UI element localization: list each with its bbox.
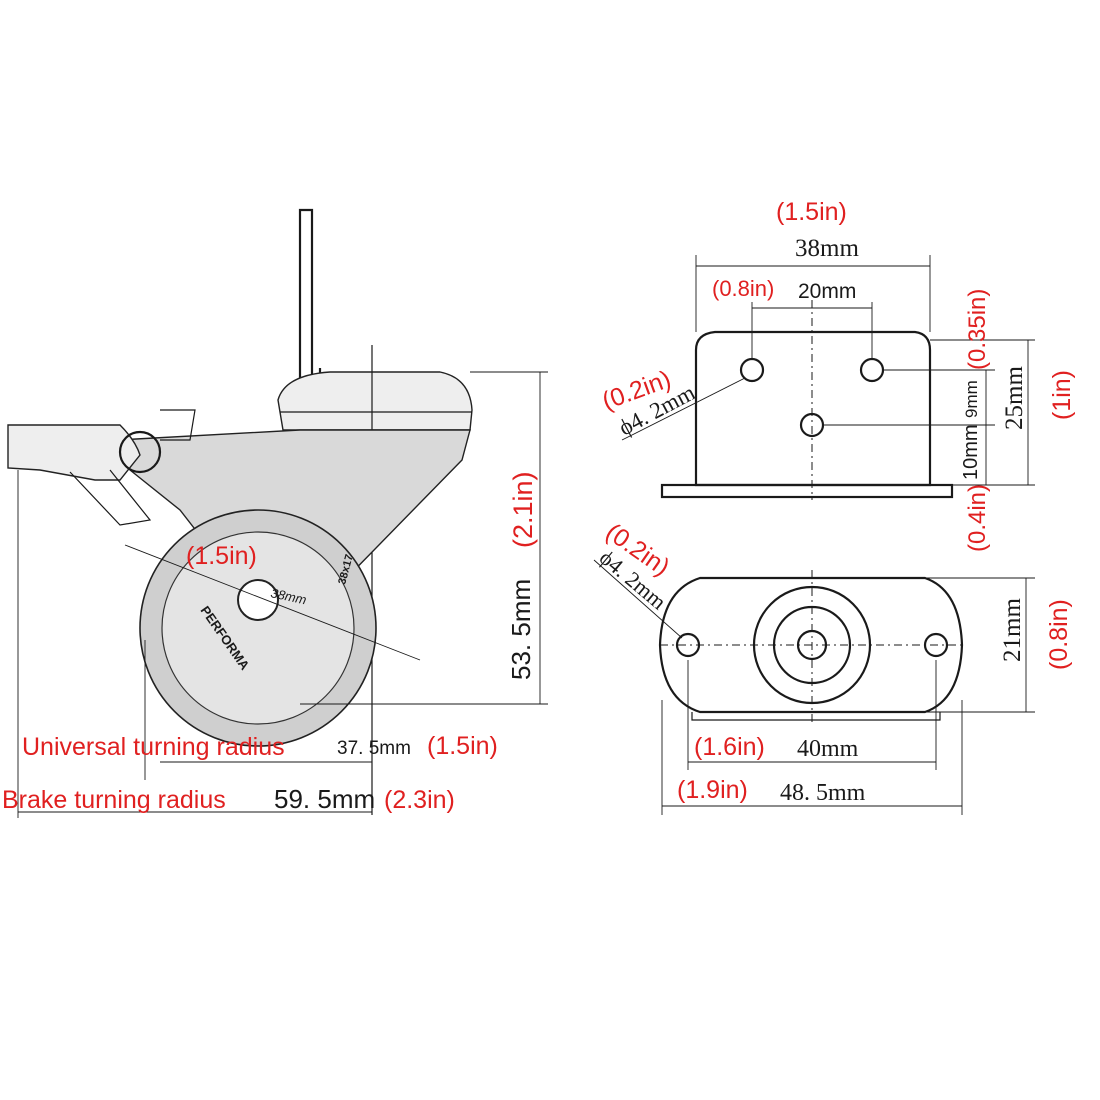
brake-radius-mm: 59. 5mm xyxy=(274,784,375,814)
mounting-bracket-front-drawing: (1.5in) 38mm (0.8in) 20mm (0.2in) ϕ4. 2m… xyxy=(598,198,1076,552)
spacing-inch-label: (0.8in) xyxy=(712,276,774,301)
brake-radius-inch: (2.3in) xyxy=(384,786,455,814)
wheel-diameter-inch-label: (1.5in) xyxy=(186,542,257,570)
bracket-base xyxy=(660,483,954,499)
lower-mm-label: 10mm xyxy=(960,424,982,480)
height25-mm-label: 25mm xyxy=(1001,366,1028,430)
plate-hole-leader xyxy=(593,559,683,639)
height-mm-label: 53. 5mm xyxy=(506,579,536,680)
hole-dia-leader xyxy=(621,377,746,441)
brake-radius-label: Brake turning radius xyxy=(2,786,226,814)
mounting-plate-top-drawing: (0.2in) ϕ4. 2mm 21mm (0.8in) (1.6in) 40m… xyxy=(593,518,1073,815)
brake-arm xyxy=(69,469,152,526)
spacing-mm-label: 20mm xyxy=(798,280,856,303)
bracket-hole-left xyxy=(739,357,765,383)
width-mm-label: 38mm xyxy=(795,235,859,262)
plate-h-inch-label: (0.8in) xyxy=(1045,599,1073,670)
bracket-hole-right xyxy=(859,357,885,383)
offset-inch-label: (0.35in) xyxy=(964,289,991,370)
wheel-rim xyxy=(161,531,355,725)
brake-pivot xyxy=(118,430,162,474)
height-inch-label: (2.1in) xyxy=(508,471,538,548)
height25-inch-label: (1in) xyxy=(1048,370,1076,420)
wheel-diameter-mm-label: 38mm xyxy=(269,585,308,607)
plate-h-mm-label: 21mm xyxy=(999,598,1026,662)
bracket-upright xyxy=(298,208,314,380)
brake-latch xyxy=(160,409,196,441)
wheel-diameter-leader xyxy=(124,544,421,661)
universal-radius-mm: 37. 5mm xyxy=(337,738,411,759)
universal-radius-label: Universal turning radius xyxy=(22,733,285,761)
brake-pedal xyxy=(7,424,141,481)
bracket-outline xyxy=(694,330,932,487)
plate-length-inch-label: (1.9in) xyxy=(677,776,748,804)
plate-spacing-mm-label: 40mm xyxy=(797,736,859,762)
plate-length-mm-label: 48. 5mm xyxy=(780,780,866,806)
offset-mm-label: 9mm xyxy=(962,380,981,418)
caster-side-view-drawing: PERFORMA 38x17 (1.5in) 38mm 53. 5mm (2.1… xyxy=(2,208,548,818)
plate-base-edge xyxy=(691,712,941,721)
swivel-housing xyxy=(277,371,473,431)
axle-hub xyxy=(237,579,279,621)
lower-inch-label: (0.4in) xyxy=(964,484,991,552)
plate-spacing-inch-label: (1.6in) xyxy=(694,733,765,761)
universal-radius-inch: (1.5in) xyxy=(427,732,498,760)
width-inch-label: (1.5in) xyxy=(776,198,847,226)
